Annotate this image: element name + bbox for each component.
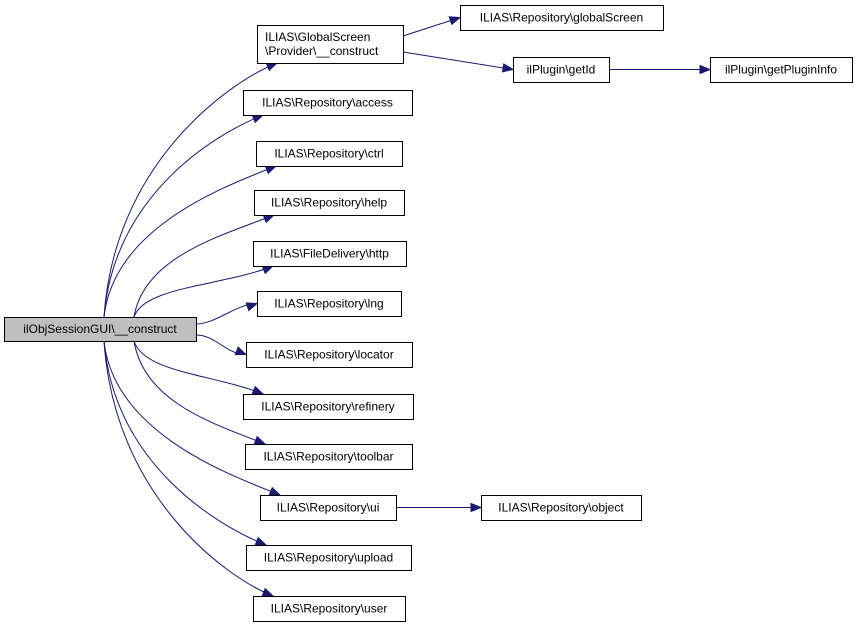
arrow-head-icon (261, 587, 275, 597)
edge-line (103, 165, 277, 318)
graph-node[interactable]: ilPlugin\getId (513, 57, 610, 83)
node-label: ILIAS\Repository\upload (264, 551, 393, 565)
edge-line (103, 62, 278, 318)
edge-n1-n13 (402, 16, 462, 37)
arrow-head-icon (699, 64, 712, 75)
edge-line (133, 340, 266, 445)
node-box (260, 495, 397, 521)
node-box (253, 596, 406, 622)
node-label: ilPlugin\getId (527, 63, 596, 77)
edge-n10-n16 (396, 502, 483, 513)
edge-n0-n6 (195, 302, 259, 325)
node-label: ILIAS\Repository\ctrl (274, 147, 383, 161)
node-box (243, 394, 414, 420)
node-label: ilObjSessionGUI\__construct (23, 322, 177, 336)
node-label: ILIAS\Repository\locator (264, 348, 393, 362)
node-box (4, 317, 197, 342)
graph-node[interactable]: ILIAS\GlobalScreen\Provider\__construct (257, 25, 404, 64)
graph-node[interactable]: ILIAS\FileDelivery\http (253, 241, 407, 267)
arrow-head-icon (448, 16, 462, 26)
node-box (256, 141, 403, 167)
edge-line (103, 340, 281, 496)
node-box (460, 5, 664, 31)
node-label: ILIAS\FileDelivery\http (270, 247, 389, 261)
node-box (257, 291, 402, 317)
graph-node[interactable]: ILIAS\Repository\globalScreen (460, 5, 664, 31)
arrow-head-icon (501, 63, 515, 73)
arrow-head-icon (261, 265, 275, 275)
arrow-head-icon (264, 165, 278, 175)
edge-line (133, 340, 264, 395)
arrow-head-icon (254, 536, 268, 546)
node-label: ILIAS\Repository\user (271, 602, 388, 616)
edge-n0-n8 (133, 340, 265, 395)
arrow-head-icon (234, 346, 248, 356)
graph-node[interactable]: ILIAS\Repository\object (481, 495, 642, 521)
edge-line (103, 340, 274, 597)
graph-node[interactable]: ILIAS\Repository\upload (246, 545, 412, 571)
edges (103, 16, 712, 597)
graph-node[interactable]: ILIAS\Repository\ui (260, 495, 397, 521)
node-label: \Provider\__construct (265, 44, 379, 58)
graph-node[interactable]: ILIAS\Repository\help (254, 190, 405, 216)
edge-n14-n15 (609, 64, 712, 75)
graph-node[interactable]: ILIAS\Repository\lng (257, 291, 402, 317)
node-label: ILIAS\Repository\toolbar (263, 450, 393, 464)
graph-node[interactable]: ILIAS\Repository\ctrl (256, 141, 403, 167)
node-box (243, 90, 413, 116)
graph-node[interactable]: ILIAS\Repository\user (253, 596, 406, 622)
graph-node[interactable]: ILIAS\Repository\toolbar (245, 444, 413, 470)
edge-line (103, 340, 267, 546)
graph-node[interactable]: ILIAS\Repository\locator (246, 342, 413, 368)
edge-line (133, 265, 274, 318)
edge-n0-n7 (195, 334, 248, 356)
node-box (253, 241, 407, 267)
edge-n0-n5 (133, 265, 275, 318)
node-box (245, 444, 413, 470)
arrow-head-icon (262, 214, 276, 224)
node-label: ILIAS\GlobalScreen (265, 30, 370, 44)
graph-node[interactable]: ILIAS\Repository\access (243, 90, 413, 116)
node-label: ILIAS\Repository\object (498, 501, 624, 515)
node-box (513, 57, 610, 83)
arrow-head-icon (253, 435, 267, 445)
node-label: ilPlugin\getPluginInfo (725, 63, 837, 77)
node-box (246, 342, 413, 368)
node-box (257, 25, 404, 64)
arrow-head-icon (268, 486, 282, 496)
edge-n1-n14 (402, 51, 515, 73)
node-box (254, 190, 405, 216)
graph-node[interactable]: ILIAS\Repository\refinery (243, 394, 414, 420)
arrow-head-icon (265, 62, 279, 72)
node-label: ILIAS\Repository\help (271, 196, 387, 210)
node-box (246, 545, 412, 571)
node-label: ILIAS\Repository\refinery (261, 400, 394, 414)
node-label: ILIAS\Repository\access (262, 96, 393, 110)
edge-n0-n11 (103, 340, 268, 546)
edge-line (103, 114, 264, 318)
edge-n0-n9 (133, 340, 267, 445)
graph-node[interactable]: ilPlugin\getPluginInfo (710, 57, 853, 83)
edge-n0-n3 (103, 165, 278, 318)
node-label: ILIAS\Repository\ui (277, 501, 380, 515)
arrow-head-icon (470, 502, 483, 513)
node-label: ILIAS\Repository\globalScreen (480, 11, 643, 25)
edge-line (402, 51, 514, 70)
node-box (710, 57, 853, 83)
arrow-head-icon (245, 302, 259, 312)
arrow-head-icon (251, 114, 265, 124)
node-label: ILIAS\Repository\lng (274, 297, 383, 311)
node-box (481, 495, 642, 521)
root-node[interactable]: ilObjSessionGUI\__construct (4, 317, 197, 342)
arrow-head-icon (251, 385, 265, 395)
edge-line (133, 214, 275, 318)
nodes: ilObjSessionGUI\__construct ILIAS\GlobalS… (4, 5, 853, 622)
